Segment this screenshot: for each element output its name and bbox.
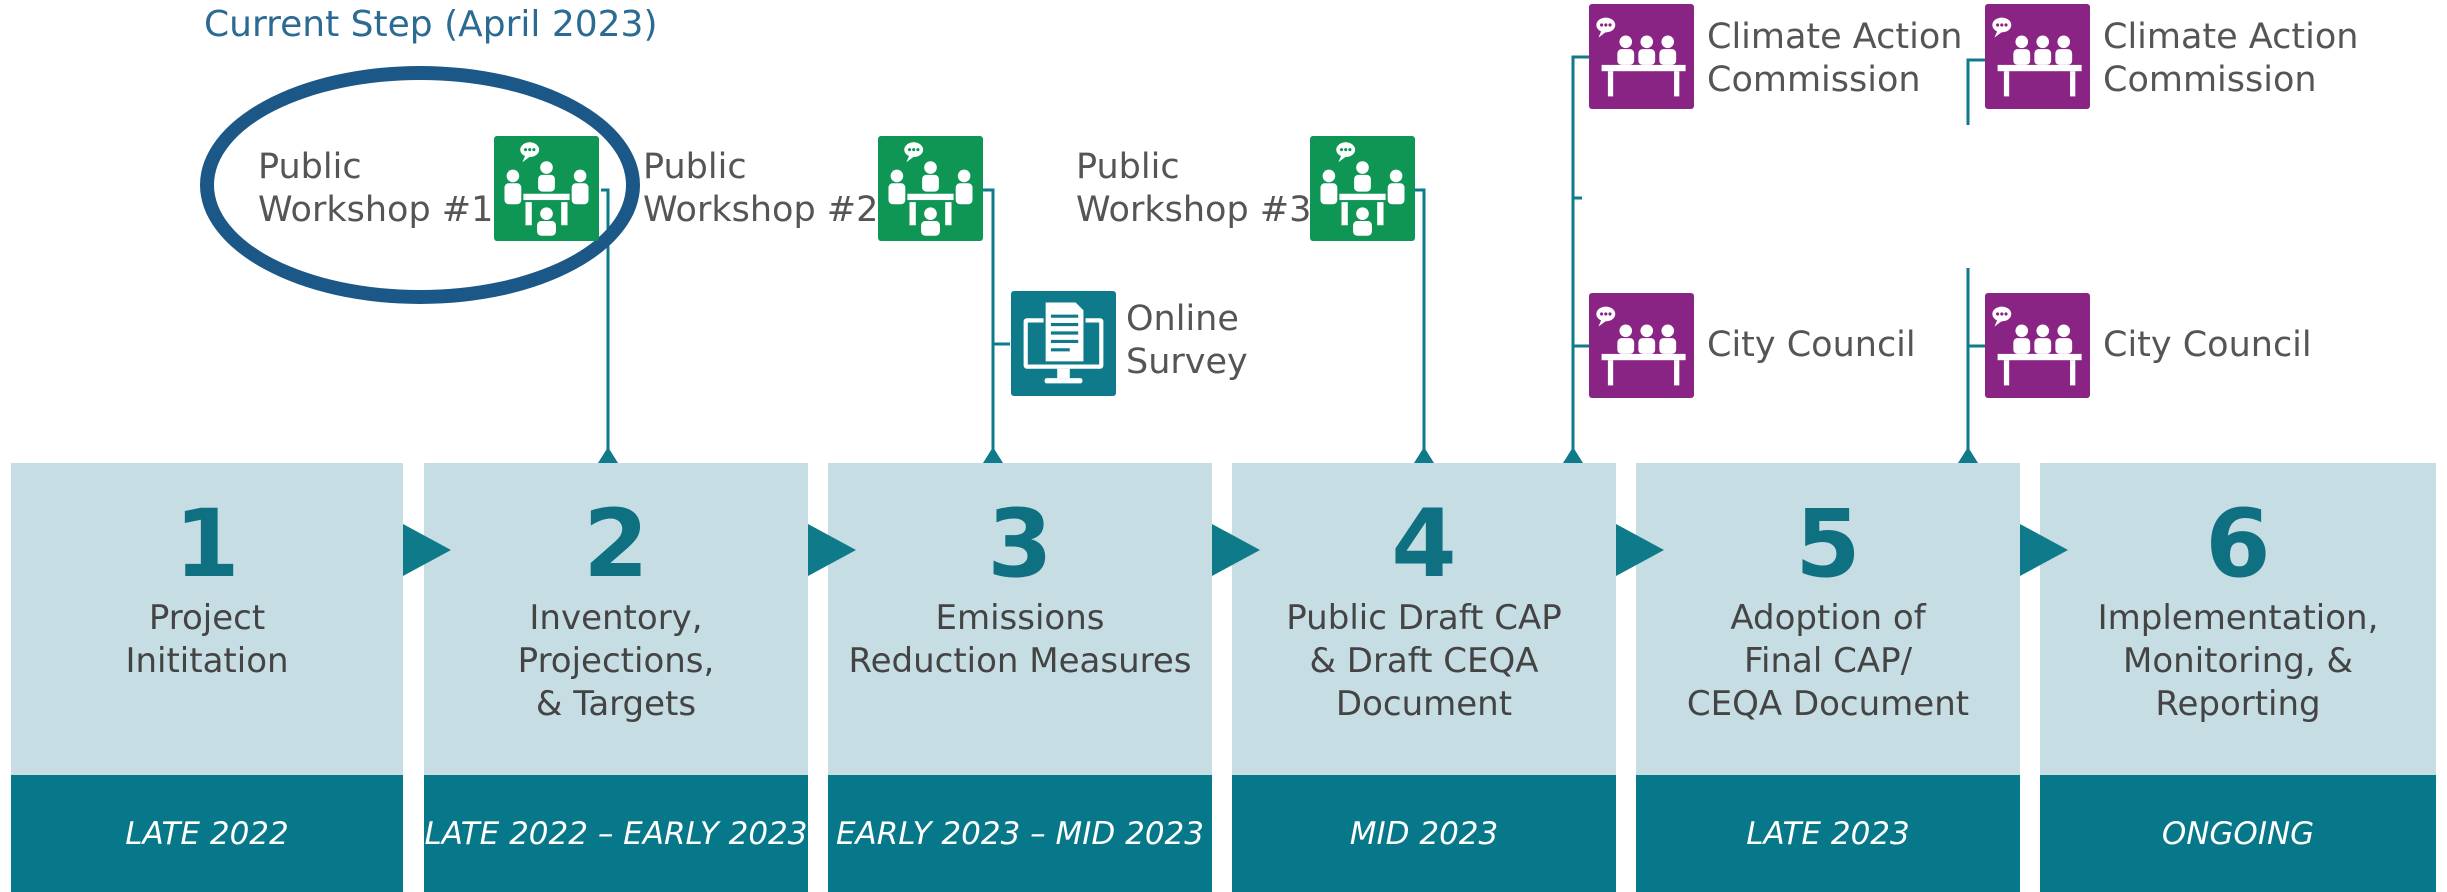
council-4-label: City Council — [1707, 325, 1916, 365]
connector-workshop-2 — [983, 188, 995, 452]
stage-2-title: Inventory, Projections, & Targets — [517, 598, 715, 724]
stage-6-timeframe: ONGOING — [2040, 775, 2436, 892]
stage-6-panel: 6 Implementation, Monitoring, & Reportin… — [2040, 463, 2436, 775]
meeting-table-icon — [1985, 4, 2090, 109]
stage-2-panel: 2 Inventory, Projections, & Targets — [424, 463, 808, 775]
connector-workshop-3 — [1415, 188, 1426, 452]
stage-3-timeframe: EARLY 2023 – MID 2023 — [828, 775, 1212, 892]
stage-4-panel: 4 Public Draft CAP & Draft CEQA Document — [1232, 463, 1616, 775]
public-workshop-icon — [878, 136, 983, 241]
meeting-table-icon — [1589, 4, 1694, 109]
computer-survey-icon — [1011, 291, 1116, 396]
stage-6-title: Implementation, Monitoring, & Reporting — [2097, 598, 2379, 724]
public-workshop-icon — [494, 136, 599, 241]
connector-stage-4-meetings — [1571, 55, 1589, 452]
stage-5-number: 5 — [1795, 490, 1861, 599]
connector-arrow-4b — [1563, 447, 1583, 463]
commission-5-label: Climate Action Commission — [2103, 17, 2359, 100]
stage-3-number: 3 — [987, 490, 1053, 599]
chevron-right-icon — [1616, 524, 1664, 576]
stage-2-timeframe: LATE 2022 – EARLY 2023 — [424, 775, 808, 892]
stage-1-number: 1 — [174, 490, 240, 599]
chevron-right-icon — [403, 524, 451, 576]
council-5-label: City Council — [2103, 325, 2312, 365]
connector-arrow-4 — [1414, 447, 1434, 463]
connector-arrow-2 — [598, 447, 618, 463]
commission-4-label: Climate Action Commission — [1707, 17, 1963, 100]
stage-3-panel: 3 Emissions Reduction Measures — [828, 463, 1212, 775]
chevron-right-icon — [2020, 524, 2068, 576]
current-step-label: Current Step (April 2023) — [204, 4, 658, 45]
online-survey-label: Online Survey — [1126, 299, 1248, 382]
stage-4-number: 4 — [1391, 490, 1457, 599]
stage-1-panel: 1 Project Inititation — [11, 463, 403, 775]
workshop-3-label: Public Workshop #3 — [1076, 147, 1312, 230]
stage-5-title: Adoption of Final CAP/ CEQA Document — [1686, 598, 1970, 724]
public-workshop-icon — [1310, 136, 1415, 241]
stage-5-timeframe: LATE 2023 — [1636, 775, 2020, 892]
chevron-right-icon — [808, 524, 856, 576]
stage-1-timeframe: LATE 2022 — [11, 775, 403, 892]
meeting-table-icon — [1589, 293, 1694, 398]
stage-1-title: Project Inititation — [125, 598, 289, 681]
workshop-1-label: Public Workshop #1 — [258, 147, 494, 230]
stage-6-number: 6 — [2205, 490, 2271, 599]
workshop-2-label: Public Workshop #2 — [643, 147, 879, 230]
stage-5-panel: 5 Adoption of Final CAP/ CEQA Document — [1636, 463, 2020, 775]
stage-2-number: 2 — [583, 490, 649, 599]
connector-commission-5 — [1966, 58, 1985, 125]
stage-4-timeframe: MID 2023 — [1232, 775, 1616, 892]
connector-arrow-3 — [983, 447, 1003, 463]
stage-4-title: Public Draft CAP & Draft CEQA Document — [1286, 598, 1562, 724]
meeting-table-icon — [1985, 293, 2090, 398]
connector-arrow-5 — [1958, 447, 1978, 463]
chevron-right-icon — [1212, 524, 1260, 576]
stage-3-title: Emissions Reduction Measures — [848, 598, 1192, 681]
